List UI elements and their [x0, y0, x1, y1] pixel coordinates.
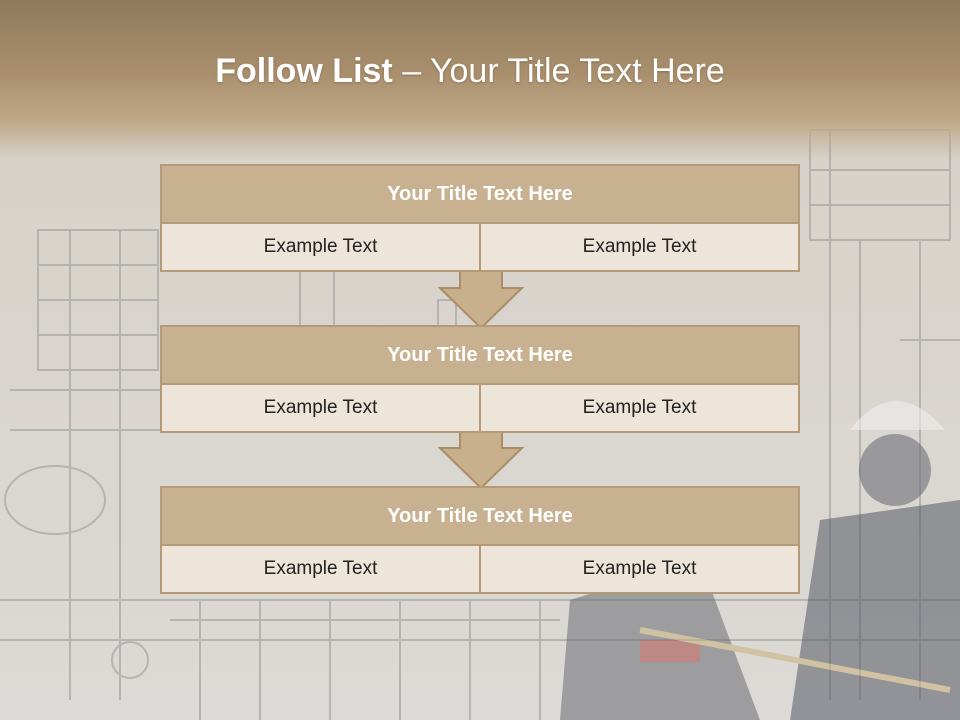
step-title: Your Title Text Here	[162, 488, 798, 546]
step-cell-right: Example Text	[479, 224, 798, 270]
step-cell-left: Example Text	[162, 224, 479, 270]
slide-title-bold: Follow List	[215, 52, 393, 90]
down-arrow-icon	[438, 430, 524, 490]
slide-title: Follow List – Your Title Text Here	[0, 52, 940, 91]
step-title: Your Title Text Here	[162, 327, 798, 385]
step-cell-left: Example Text	[162, 385, 479, 431]
step-box-2: Your Title Text Here Example Text Exampl…	[160, 325, 800, 433]
step-box-3: Your Title Text Here Example Text Exampl…	[160, 486, 800, 594]
step-cell-left: Example Text	[162, 546, 479, 592]
step-box-1: Your Title Text Here Example Text Exampl…	[160, 164, 800, 272]
down-arrow-icon	[438, 270, 524, 330]
header-band	[0, 0, 960, 160]
slide-title-rest: – Your Title Text Here	[392, 52, 725, 90]
step-cell-right: Example Text	[479, 385, 798, 431]
step-cell-right: Example Text	[479, 546, 798, 592]
step-title: Your Title Text Here	[162, 166, 798, 224]
